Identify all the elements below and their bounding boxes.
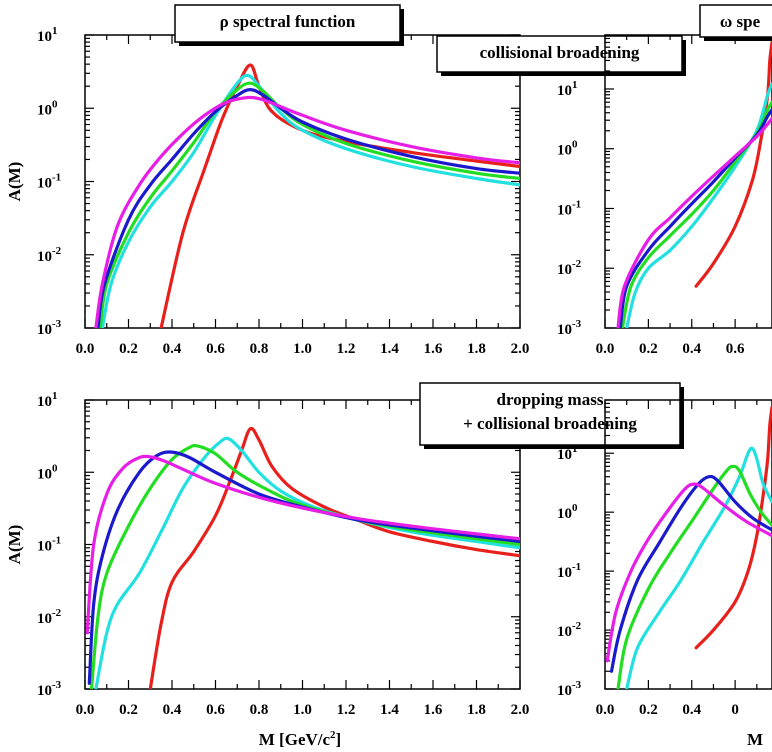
series-line-0 bbox=[694, 405, 772, 650]
y-tick-label: 10-2 bbox=[557, 620, 582, 640]
plot-frame bbox=[604, 34, 772, 329]
x-tick-label: 1.0 bbox=[293, 702, 312, 718]
y-tick-label: 10-1 bbox=[37, 172, 61, 192]
x-tick-label: 0.6 bbox=[206, 702, 225, 718]
y-tick-label: 100 bbox=[557, 502, 578, 522]
y-tick-label: 10-1 bbox=[557, 198, 581, 218]
x-tick-label: 0.6 bbox=[726, 341, 745, 357]
series-group bbox=[616, 40, 772, 328]
series-group bbox=[94, 63, 520, 328]
annotation-box-dropping-mass-frame bbox=[419, 382, 681, 446]
x-tick-label: 1.4 bbox=[380, 702, 399, 718]
x-tick-label: 0.4 bbox=[682, 702, 701, 718]
title-box-rho-frame bbox=[174, 4, 401, 43]
x-tick-label: 1.8 bbox=[467, 702, 486, 718]
x-tick-label: 0.2 bbox=[119, 702, 138, 718]
y-tick-label: 10-2 bbox=[37, 245, 62, 265]
series-line-0 bbox=[694, 40, 772, 288]
series-line-3 bbox=[87, 450, 520, 685]
y-tick-label: 101 bbox=[37, 390, 58, 410]
series-group bbox=[605, 405, 772, 689]
series-line-1 bbox=[625, 446, 772, 689]
y-tick-label: 101 bbox=[557, 79, 578, 99]
annotation-box-collisional: collisional broadening bbox=[436, 35, 686, 76]
x-tick-label: 0.0 bbox=[596, 702, 615, 718]
series-line-1 bbox=[100, 73, 520, 328]
y-tick-label: 10-2 bbox=[557, 258, 582, 278]
x-tick-label: 1.8 bbox=[467, 341, 486, 357]
series-line-3 bbox=[618, 108, 772, 328]
y-tick-label: 100 bbox=[37, 98, 58, 118]
panel-p2: 101 100 10-1 10-2 10-3 0.0 0.2 0.4 0.6 bbox=[557, 34, 772, 357]
x-tick-label: 2.0 bbox=[511, 702, 530, 718]
y-tick-label: 100 bbox=[37, 462, 58, 482]
panel-p4: 101 100 10-1 10-2 10-3 0.0 0.2 0.4 0M bbox=[557, 399, 772, 749]
annotation-box-dropping-mass-text: + collisional broadening bbox=[463, 414, 637, 433]
series-line-2 bbox=[620, 100, 772, 328]
y-tick-label: 10-1 bbox=[37, 535, 61, 555]
plot-frame bbox=[84, 34, 521, 329]
series-line-3 bbox=[96, 88, 520, 328]
x-tick-label: 0.4 bbox=[163, 341, 182, 357]
x-tick-label: 0.2 bbox=[639, 341, 658, 357]
annotation-box-dropping-mass: dropping mass + collisional broadening bbox=[419, 382, 684, 449]
title-box-omega-text: ω spe bbox=[720, 12, 761, 31]
x-tick-label: 0.0 bbox=[596, 341, 615, 357]
y-axis-label: A(M) bbox=[5, 525, 24, 565]
panel-p3: 101 100 10-1 10-2 10-3 0.0 0.2 0.4 0.6 0.8 1.0 1.2 1… bbox=[5, 390, 529, 749]
x-tick-label: 0 bbox=[731, 702, 739, 718]
annotation-box-collisional-text: collisional broadening bbox=[480, 43, 640, 62]
y-tick-label: 101 bbox=[37, 25, 58, 45]
x-tick-label: 0.0 bbox=[76, 341, 95, 357]
y-tick-label: 10-3 bbox=[557, 318, 582, 338]
title-box-rho: ρ spectral function bbox=[174, 4, 404, 46]
series-group bbox=[85, 426, 520, 689]
series-line-1 bbox=[625, 82, 772, 328]
x-axis-label: M bbox=[747, 730, 763, 749]
y-tick-label: 10-3 bbox=[37, 679, 62, 699]
y-tick-label: 10-2 bbox=[37, 607, 62, 627]
series-line-2 bbox=[616, 464, 772, 689]
y-axis-label: A(M) bbox=[5, 162, 24, 202]
plot-frame bbox=[604, 399, 772, 690]
x-tick-label: 1.6 bbox=[424, 702, 443, 718]
x-tick-label: 0.0 bbox=[76, 702, 95, 718]
series-line-0 bbox=[159, 63, 520, 328]
title-box-omega: ω spe bbox=[699, 4, 772, 41]
x-tick-label: 0.8 bbox=[250, 341, 269, 357]
x-axis-label: M [GeV/c2] bbox=[259, 729, 341, 749]
title-box-rho-text: ρ spectral function bbox=[220, 12, 356, 31]
y-tick-label: 10-3 bbox=[557, 679, 582, 699]
series-line-4 bbox=[616, 116, 772, 328]
y-tick-label: 10-1 bbox=[557, 561, 581, 581]
x-tick-label: 0.8 bbox=[250, 702, 269, 718]
panel-p1: 101 100 10-1 10-2 10-3 0.0 0.2 0.4 0.6 0.8 1.0 1.2 1… bbox=[5, 25, 529, 357]
x-tick-label: 0.6 bbox=[206, 341, 225, 357]
title-box-omega-frame bbox=[699, 4, 772, 38]
series-line-2 bbox=[98, 81, 520, 328]
x-tick-label: 0.4 bbox=[682, 341, 701, 357]
series-line-0 bbox=[148, 426, 520, 689]
x-tick-label: 0.2 bbox=[119, 341, 138, 357]
x-tick-label: 1.0 bbox=[293, 341, 312, 357]
x-tick-label: 2.0 bbox=[511, 341, 530, 357]
x-tick-label: 0.2 bbox=[639, 702, 658, 718]
x-tick-label: 1.4 bbox=[380, 341, 399, 357]
x-tick-label: 1.2 bbox=[337, 341, 356, 357]
x-tick-label: 0.4 bbox=[163, 702, 182, 718]
series-line-4 bbox=[605, 482, 772, 663]
series-line-4 bbox=[85, 454, 520, 635]
series-line-4 bbox=[94, 95, 520, 328]
annotation-box-collisional-frame bbox=[436, 35, 683, 73]
y-tick-label: 100 bbox=[557, 139, 578, 159]
y-tick-label: 101 bbox=[557, 443, 578, 463]
x-tick-label: 1.2 bbox=[337, 702, 356, 718]
y-tick-label: 10-3 bbox=[37, 318, 62, 338]
annotation-box-dropping-mass-text: dropping mass bbox=[497, 390, 604, 409]
x-tick-label: 1.6 bbox=[424, 341, 443, 357]
